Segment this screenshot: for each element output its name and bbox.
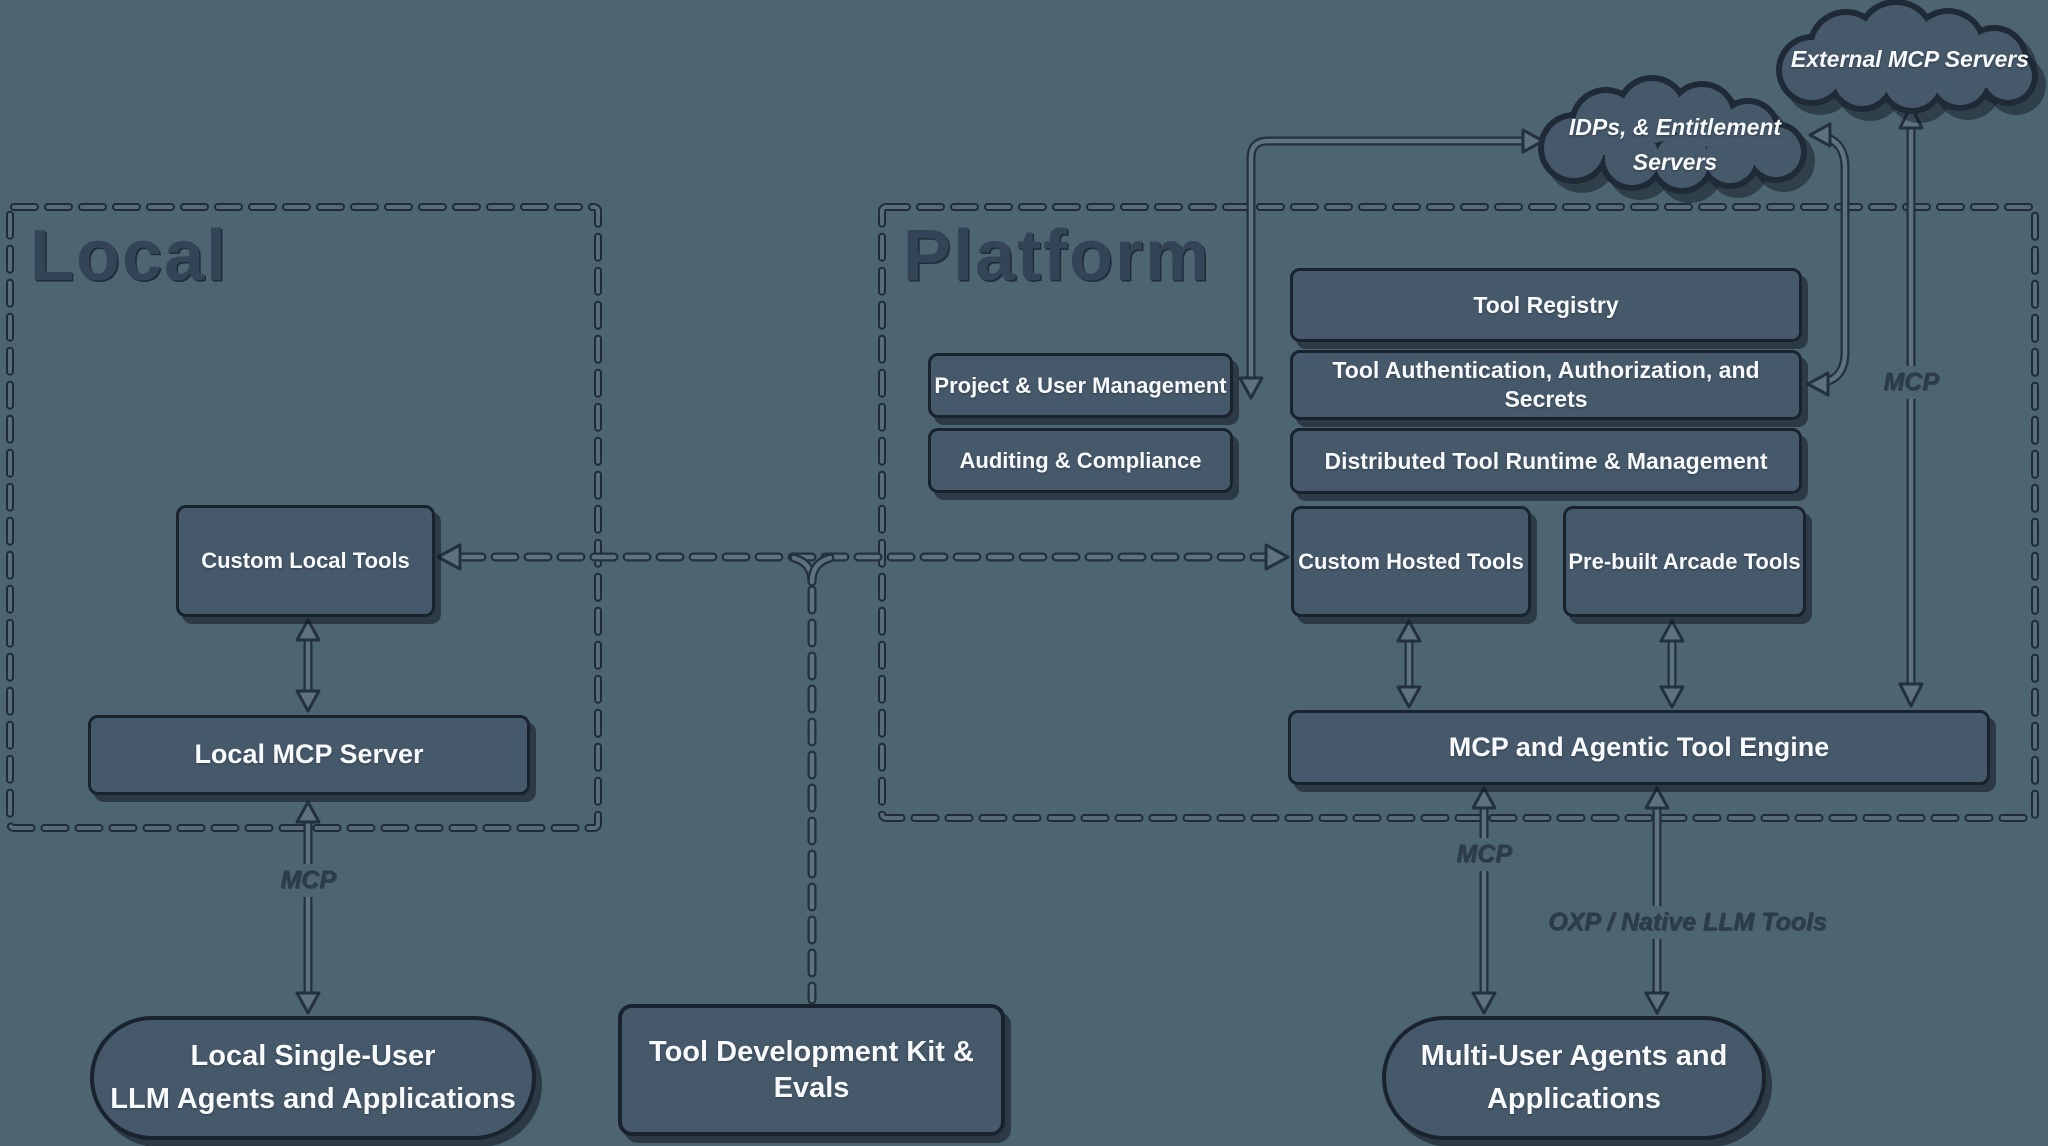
arrow-hosted-engine [1396,619,1422,709]
idps-cloud-label: IDPs, & Entitlement Servers [1555,110,1795,179]
box-tool-auth: Tool Authentication, Authorization, and … [1290,350,1802,420]
arrow-usermgmt-idps [1238,128,1545,400]
box-project-user-management: Project & User Management [928,353,1233,418]
box-tool-registry: Tool Registry [1290,268,1802,342]
local-group-title: Local [30,216,229,296]
arrow-engine-multiuser-oxp [1644,786,1670,1015]
box-tool-development-kit: Tool Development Kit & Evals [618,1004,1005,1136]
box-distributed-runtime: Distributed Tool Runtime & Management [1290,428,1802,494]
box-prebuilt-arcade-tools: Pre-built Arcade Tools [1563,506,1806,617]
box-auditing-compliance: Auditing & Compliance [928,428,1233,493]
pill-multi-user-agents: Multi-User Agents and Applications [1382,1016,1766,1140]
edge-label-oxp: OXP / Native LLM Tools [1540,906,1835,939]
arrow-engine-multiuser-mcp [1471,786,1497,1015]
platform-group-border [878,203,2039,822]
pill-local-agents-line1: Local Single-User [190,1039,436,1072]
arrow-arcade-engine [1659,619,1685,709]
pill-multi-user-line2: Applications [1486,1083,1661,1115]
edge-label-engine-mcp: MCP [1448,838,1520,871]
idps-cloud-shape [1538,75,1815,203]
external-mcp-cloud-label: External MCP Servers [1790,46,2030,72]
edge-label-external-mcp: MCP [1875,366,1947,399]
external-mcp-cloud-shape [1776,0,2046,123]
arrow-engine-externalcloud [1898,104,1924,708]
idps-cloud-label-line2: Servers [1632,148,1718,175]
dashed-tools-connector [436,543,1290,1005]
pill-local-agents-line2: LLM Agents and Applications [110,1083,516,1115]
arrow-localserver-agents [295,800,321,1015]
box-mcp-agentic-tool-engine: MCP and Agentic Tool Engine [1288,710,1990,785]
arrow-toolauth-idps [1806,122,1850,397]
arrow-customlocal-localserver [295,618,321,713]
pill-local-single-user-agents: Local Single-User LLM Agents and Applica… [90,1016,536,1140]
pill-multi-user-line1: Multi-User Agents and [1420,1039,1728,1072]
box-custom-local-tools: Custom Local Tools [176,505,435,617]
box-custom-hosted-tools: Custom Hosted Tools [1291,506,1531,617]
edge-label-local-mcp: MCP [272,864,344,897]
idps-cloud-label-line1: IDPs, & Entitlement [1568,114,1782,140]
platform-group-title: Platform [903,216,1212,296]
box-local-mcp-server: Local MCP Server [88,715,530,795]
